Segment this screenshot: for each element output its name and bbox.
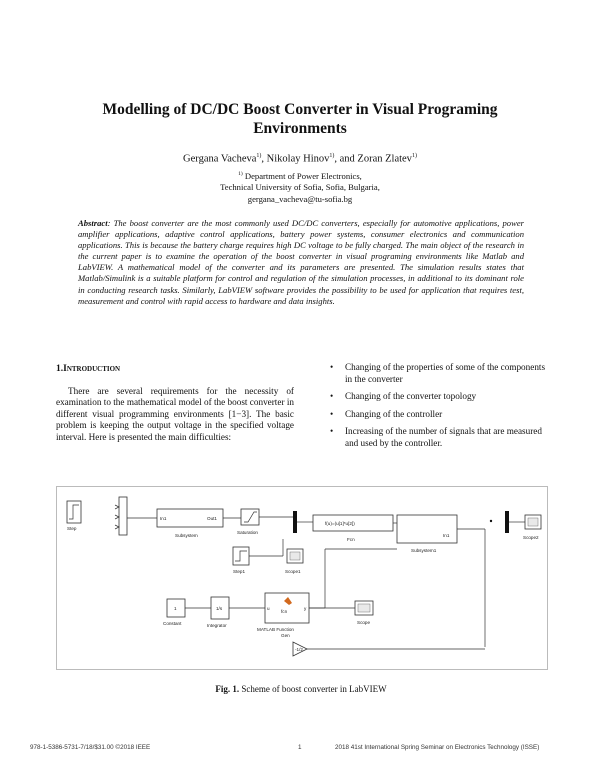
mux-bar-2 [505, 511, 509, 533]
svg-text:-1/2: -1/2 [295, 647, 303, 652]
svg-text:Saturation: Saturation [237, 530, 258, 535]
svg-text:Subsystem1: Subsystem1 [411, 548, 437, 553]
list-item: Increasing of the number of signals that… [328, 426, 546, 449]
svg-text:1/s: 1/s [216, 606, 223, 611]
abstract-label: Abstract [78, 218, 108, 228]
svg-text:Step1: Step1 [233, 569, 245, 574]
affil-mark: 1) [238, 171, 243, 177]
svg-text:u: u [267, 606, 270, 611]
step-block: Step [66, 500, 82, 531]
section-title: Introduction [63, 364, 121, 374]
affiliation: 1) Department of Power Electronics, Tech… [60, 169, 540, 205]
difficulties-list: Changing of the properties of some of th… [328, 362, 546, 456]
svg-text:Out1: Out1 [207, 516, 217, 521]
svg-text:Scope2: Scope2 [523, 535, 539, 540]
svg-text:f(u)=(u[1]*u[2]): f(u)=(u[1]*u[2]) [325, 521, 355, 526]
mux-bar [293, 511, 297, 533]
author-separator: , [261, 153, 267, 165]
affil-university: Technical University of Sofia, Sofia, Bu… [220, 182, 380, 193]
svg-text:Constant: Constant [163, 621, 182, 626]
abstract: Abstract: The boost converter are the mo… [78, 218, 524, 307]
author-separator: , and [334, 153, 358, 165]
fcn-block: f(u)=(u[1]*u[2]) Fcn [312, 514, 394, 542]
svg-text:1: 1 [174, 606, 177, 611]
constant-block: 1 Constant [163, 598, 186, 626]
svg-text:y: y [304, 606, 307, 611]
svg-text:Step: Step [67, 526, 77, 531]
scope2-block: Scope2 [523, 514, 542, 540]
svg-text:Gen: Gen [281, 633, 290, 638]
svg-text:Scope: Scope [357, 620, 370, 625]
affil-department: Department of Power Electronics, [242, 170, 362, 181]
svg-text:Subsystem: Subsystem [175, 533, 198, 538]
footer-conference: 2018 41st International Spring Seminar o… [335, 744, 540, 751]
svg-text:fcn: fcn [281, 609, 288, 614]
list-item: Changing of the converter topology [328, 391, 546, 403]
svg-text:Fcn: Fcn [347, 537, 355, 542]
matlab-function-block: u y fcn MATLAB Function Gen [257, 592, 310, 638]
list-item: Changing of the properties of some of th… [328, 362, 546, 385]
author-name: Zoran Zlatev [357, 153, 412, 165]
subsystem1-block: In1 Subsystem1 [396, 514, 458, 553]
section-heading: 1.Introduction [56, 364, 120, 374]
mux-block [114, 496, 128, 536]
section-number: 1. [56, 364, 64, 374]
author-name: Gergana Vacheva [183, 153, 257, 165]
author-affil-mark: 1) [256, 153, 262, 159]
author-affil-mark: 1) [329, 153, 335, 159]
intro-paragraph: There are several requirements for the n… [56, 386, 294, 442]
figure-caption: Fig. 1. Scheme of boost converter in Lab… [56, 684, 546, 694]
block-diagram: Step In1 Out1 Subsystem Saturation f(u)=… [66, 496, 542, 657]
figure-boost-converter-scheme: Step In1 Out1 Subsystem Saturation f(u)=… [56, 486, 548, 670]
svg-text:MATLAB Function: MATLAB Function [257, 627, 294, 632]
scope1-block: Scope1 [285, 548, 304, 574]
caption-label: Fig. 1. [215, 684, 240, 694]
caption-text: Scheme of boost converter in LabVIEW [239, 684, 387, 694]
integrator-block: 1/s Integrator [207, 596, 230, 628]
paper-title: Modelling of DC/DC Boost Converter in Vi… [102, 101, 498, 137]
svg-text:Scope1: Scope1 [285, 569, 301, 574]
gain-block: -1/2 [292, 641, 308, 657]
author-affil-mark: 1) [411, 153, 417, 159]
step1-block: Step1 [232, 546, 250, 574]
scope-block: Scope [354, 600, 374, 625]
svg-text:In1: In1 [443, 533, 450, 538]
affil-email: gergana_vacheva@tu-sofia.bg [247, 193, 353, 204]
list-item: Changing of the controller [328, 409, 546, 421]
author-name: Nikolay Hinov [266, 153, 330, 165]
svg-text:Integrator: Integrator [207, 623, 227, 628]
subsystem-block: In1 Out1 Subsystem [156, 508, 224, 538]
svg-text:In1: In1 [160, 516, 167, 521]
abstract-text: : The boost converter are the most commo… [78, 218, 524, 306]
footer-page-number: 1 [298, 744, 302, 751]
saturation-block: Saturation [237, 508, 260, 535]
footer-copyright: 978-1-5386-5731-7/18/$31.00 ©2018 IEEE [30, 744, 151, 751]
author-list: Gergana Vacheva1), Nikolay Hinov1), and … [60, 153, 540, 165]
